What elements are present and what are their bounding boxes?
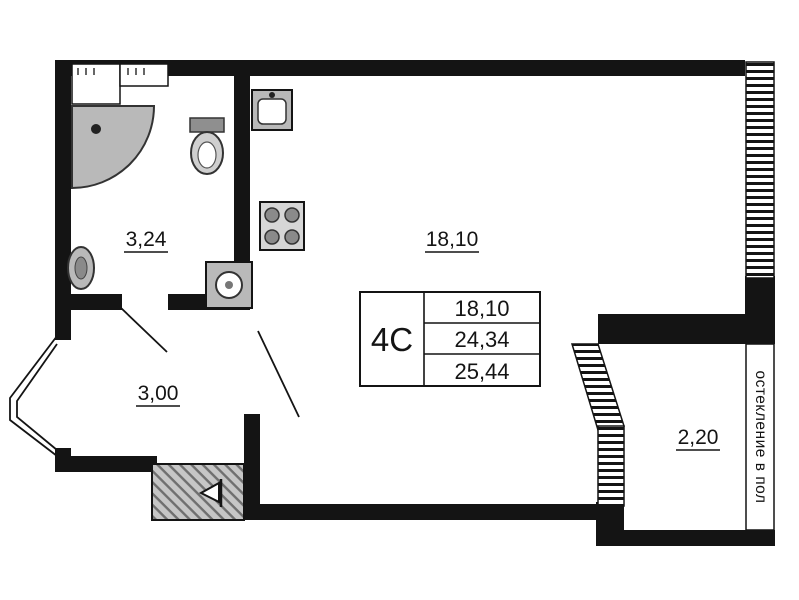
unit-area-row-total: 24,34 [454, 327, 509, 352]
window-strip-right-icon [745, 61, 775, 279]
windows [570, 61, 775, 531]
wall-main-bottom [244, 504, 606, 520]
wall-hall-right [244, 414, 260, 520]
wall-balcony-bottom [608, 530, 775, 546]
living-area-label: 18,10 [426, 228, 479, 251]
wall-top [55, 60, 745, 76]
walls [55, 60, 775, 546]
fixtures [67, 63, 305, 521]
sink-icon [67, 246, 95, 290]
glazing-note-label: остекление в пол [752, 371, 769, 504]
washing-machine-icon [205, 261, 253, 309]
door-swing-hall-to-room [257, 330, 300, 418]
window-strip-angled-icon [570, 343, 625, 431]
balcony-area-label: 2,20 [678, 426, 719, 449]
unit-card-border [359, 291, 541, 387]
toilet-icon [189, 117, 225, 175]
unit-type-label: 4C [371, 321, 413, 358]
stove-icon [259, 201, 305, 251]
wall-bathroom-bottom-left [70, 294, 122, 310]
unit-info-card: 4C 18,10 24,34 25,44 [359, 291, 541, 387]
entrance-door-icon [198, 479, 223, 507]
wall-hall-bottom [55, 456, 157, 472]
hall-area-label: 3,00 [138, 382, 179, 405]
utility-box-icon [71, 63, 169, 105]
entrance-hatch [151, 463, 245, 521]
door-swing-entrance-inner [16, 343, 58, 451]
wall-left-upper [55, 60, 71, 340]
bathroom-area-label: 3,24 [126, 228, 167, 251]
kitchen-sink-icon [251, 89, 293, 131]
wall-balcony-top [598, 314, 775, 344]
door-swing-entrance-outer [9, 335, 58, 457]
doors [9, 306, 300, 457]
door-swing-bathroom [119, 306, 168, 353]
window-strip-balcony-icon [597, 425, 625, 507]
glazed-wall-outline [745, 343, 775, 531]
wall-bathroom-right [234, 60, 250, 310]
wall-right-block [745, 276, 775, 318]
unit-area-row-living: 18,10 [454, 296, 509, 321]
unit-area-row-total-reduced: 25,44 [454, 359, 509, 384]
room-area-labels: 3,24 18,10 3,00 2,20 [124, 228, 720, 451]
shower-icon [71, 105, 156, 190]
